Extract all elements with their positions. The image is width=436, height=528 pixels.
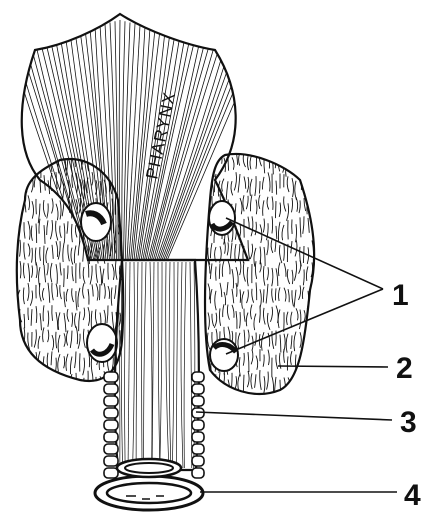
cartilage-ring [104, 384, 118, 394]
callout-3: 3 [400, 406, 417, 439]
cartilage-ring [192, 432, 204, 442]
cartilage-ring [192, 384, 204, 394]
callout-2: 2 [396, 352, 413, 385]
cartilage-ring [192, 372, 204, 382]
cartilage-ring [104, 372, 118, 382]
cartilage-ring [192, 456, 204, 466]
cartilage-ring [192, 468, 204, 478]
cartilage-ring [192, 444, 204, 454]
callout-4: 4 [404, 479, 421, 512]
callout-labels: 1 2 3 4 [392, 279, 421, 512]
cartilage-ring [104, 468, 118, 478]
callout-1: 1 [392, 279, 409, 312]
cartilage-ring [104, 420, 118, 430]
parathyroid-upper-left [81, 203, 111, 241]
cartilage-ring [104, 456, 118, 466]
trachea-lumen-inner [107, 483, 191, 503]
right-thyroid-lobe [198, 150, 318, 418]
cartilage-ring [192, 420, 204, 430]
cartilage-ring [104, 396, 118, 406]
cartilage-ring [104, 432, 118, 442]
cartilage-ring [192, 396, 204, 406]
cartilage-ring [104, 444, 118, 454]
cartilage-ring [104, 408, 118, 418]
